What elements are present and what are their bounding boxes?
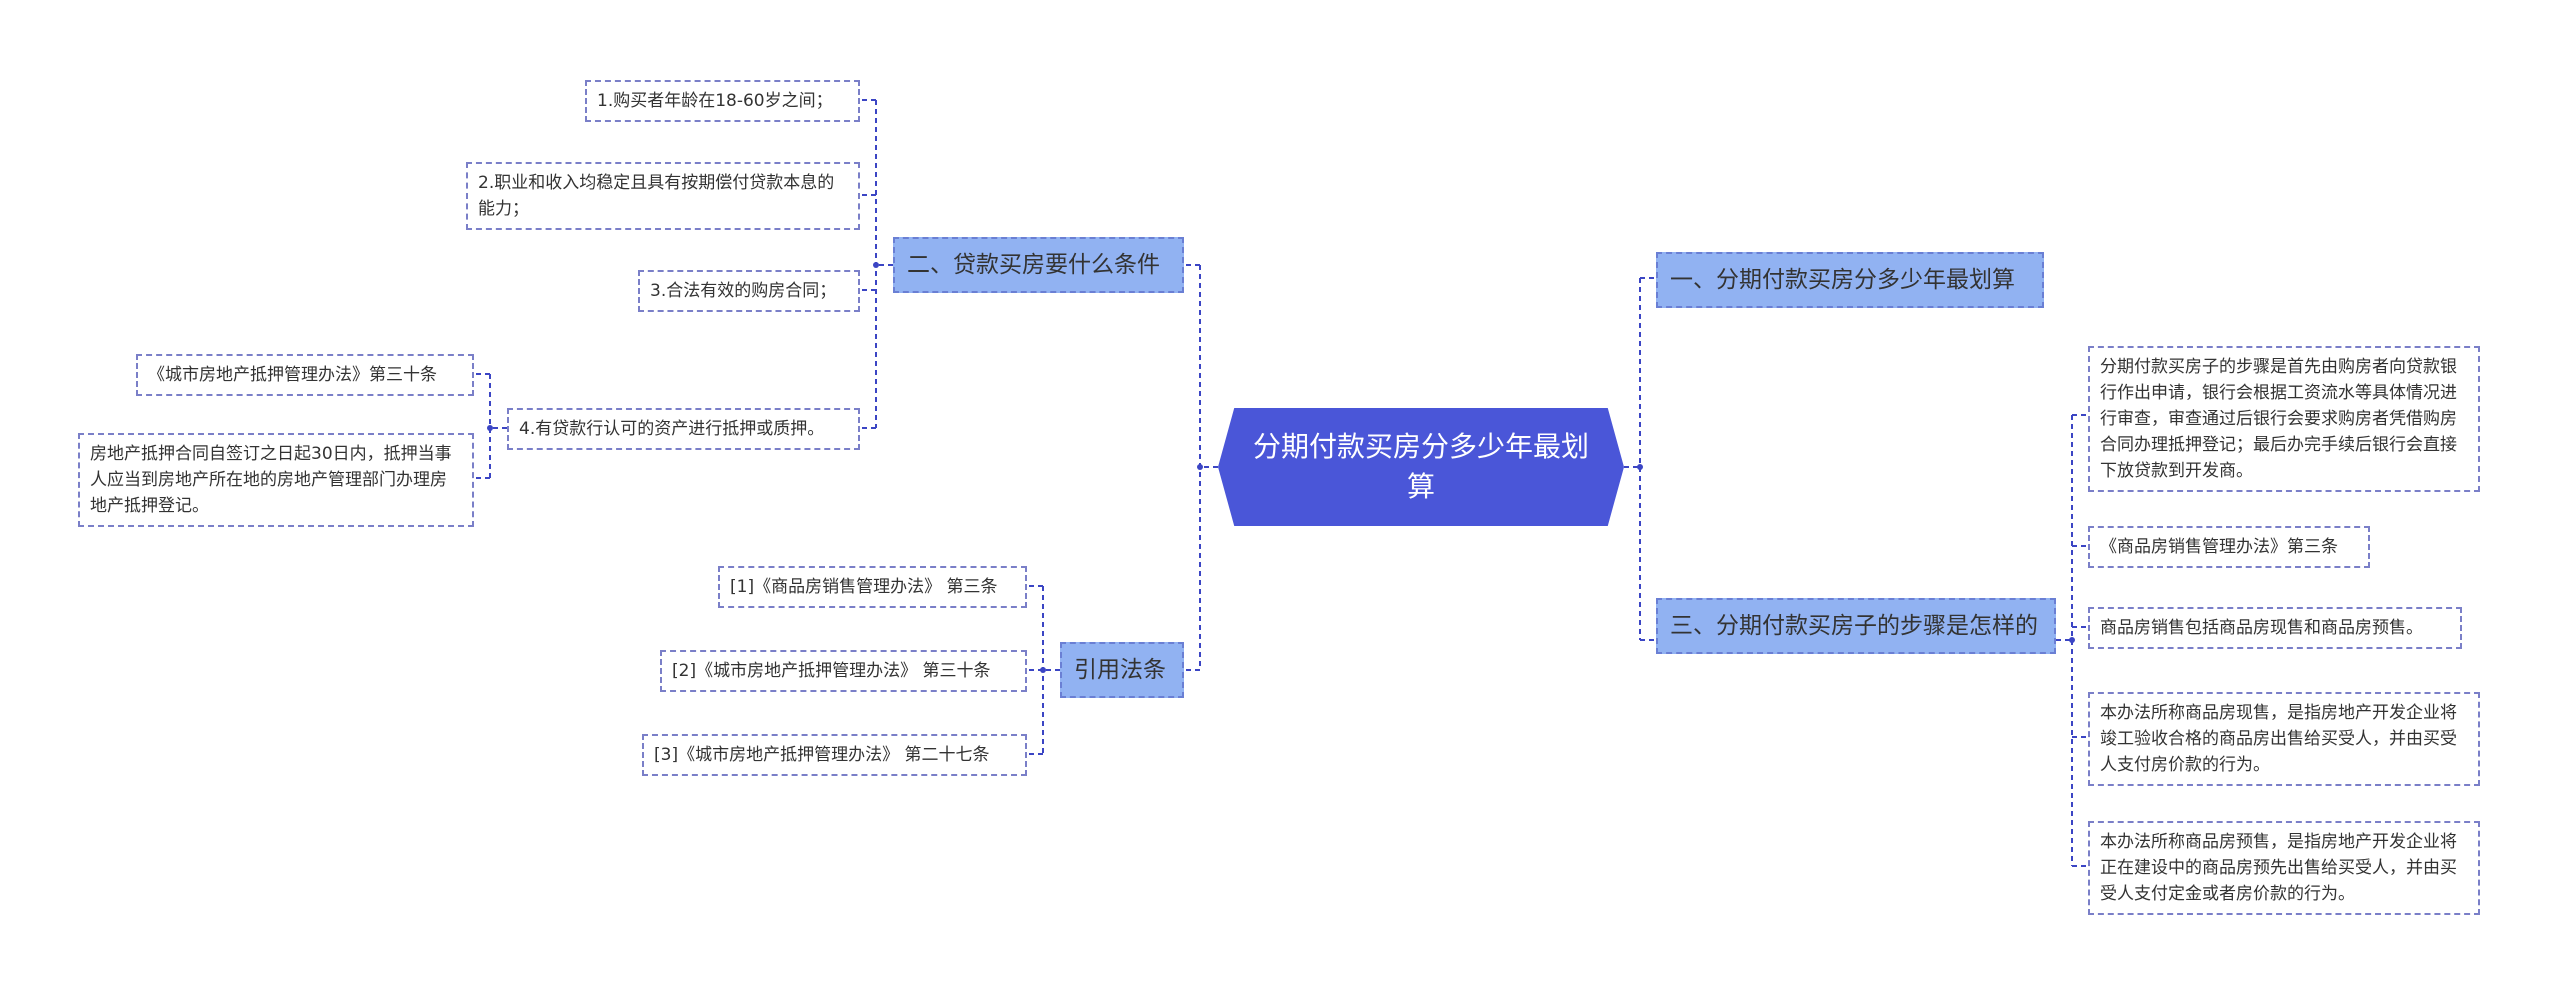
- branch-2[interactable]: 二、贷款买房要什么条件: [893, 237, 1184, 293]
- branch-3-item-2-text: 《商品房销售管理办法》第三条: [2100, 537, 2338, 557]
- branch-2-sub-2-text: 房地产抵押合同自签订之日起30日内，抵押当事人应当到房地产所在地的房地产管理部门…: [90, 444, 452, 516]
- branch-2-item-1-text: 1.购买者年龄在18-60岁之间；: [597, 91, 833, 111]
- branch-3-item-1-text: 分期付款买房子的步骤是首先由购房者向贷款银行作出申请，银行会根据工资流水等具体情…: [2100, 357, 2457, 481]
- branch-3-item-3-text: 商品房销售包括商品房现售和商品房预售。: [2100, 618, 2423, 638]
- branch-3-item-2[interactable]: 《商品房销售管理办法》第三条: [2088, 526, 2370, 568]
- branch-refs[interactable]: 引用法条: [1060, 642, 1184, 698]
- branch-2-label: 二、贷款买房要什么条件: [907, 252, 1160, 278]
- branch-2-item-3-text: 3.合法有效的购房合同；: [650, 281, 837, 301]
- branch-2-sub-1-text: 《城市房地产抵押管理办法》第三十条: [148, 365, 437, 385]
- refs-item-1-text: [1]《商品房销售管理办法》 第三条: [730, 577, 998, 597]
- branch-3-item-4[interactable]: 本办法所称商品房现售，是指房地产开发企业将竣工验收合格的商品房出售给买受人，并由…: [2088, 692, 2480, 786]
- central-topic-label: 分期付款买房分多少年最划算: [1252, 430, 1589, 503]
- branch-2-item-4[interactable]: 4.有贷款行认可的资产进行抵押或质押。: [507, 408, 860, 450]
- refs-item-3-text: [3]《城市房地产抵押管理办法》 第二十七条: [654, 745, 990, 765]
- branch-2-item-1[interactable]: 1.购买者年龄在18-60岁之间；: [585, 80, 860, 122]
- branch-3-item-5[interactable]: 本办法所称商品房预售，是指房地产开发企业将正在建设中的商品房预先出售给买受人，并…: [2088, 821, 2480, 915]
- branch-2-item-2-text: 2.职业和收入均稳定且具有按期偿付贷款本息的能力；: [478, 173, 835, 219]
- refs-item-2-text: [2]《城市房地产抵押管理办法》 第三十条: [672, 661, 991, 681]
- branch-2-sub-1[interactable]: 《城市房地产抵押管理办法》第三十条: [136, 354, 474, 396]
- refs-item-1[interactable]: [1]《商品房销售管理办法》 第三条: [718, 566, 1027, 608]
- branch-3[interactable]: 三、分期付款买房子的步骤是怎样的: [1656, 598, 2056, 654]
- branch-1[interactable]: 一、分期付款买房分多少年最划算: [1656, 252, 2044, 308]
- branch-refs-label: 引用法条: [1074, 657, 1166, 683]
- branch-2-item-2[interactable]: 2.职业和收入均稳定且具有按期偿付贷款本息的能力；: [466, 162, 860, 230]
- branch-3-item-4-text: 本办法所称商品房现售，是指房地产开发企业将竣工验收合格的商品房出售给买受人，并由…: [2100, 703, 2457, 775]
- branch-3-label: 三、分期付款买房子的步骤是怎样的: [1670, 613, 2038, 639]
- branch-3-item-5-text: 本办法所称商品房预售，是指房地产开发企业将正在建设中的商品房预先出售给买受人，并…: [2100, 832, 2457, 904]
- branch-2-item-4-text: 4.有贷款行认可的资产进行抵押或质押。: [519, 419, 825, 439]
- branch-3-item-3[interactable]: 商品房销售包括商品房现售和商品房预售。: [2088, 607, 2462, 649]
- refs-item-3[interactable]: [3]《城市房地产抵押管理办法》 第二十七条: [642, 734, 1027, 776]
- branch-1-label: 一、分期付款买房分多少年最划算: [1670, 267, 2015, 293]
- branch-3-item-1[interactable]: 分期付款买房子的步骤是首先由购房者向贷款银行作出申请，银行会根据工资流水等具体情…: [2088, 346, 2480, 492]
- refs-item-2[interactable]: [2]《城市房地产抵押管理办法》 第三十条: [660, 650, 1027, 692]
- branch-2-item-3[interactable]: 3.合法有效的购房合同；: [638, 270, 860, 312]
- branch-2-sub-2[interactable]: 房地产抵押合同自签订之日起30日内，抵押当事人应当到房地产所在地的房地产管理部门…: [78, 433, 474, 527]
- central-topic[interactable]: 分期付款买房分多少年最划算: [1218, 408, 1624, 526]
